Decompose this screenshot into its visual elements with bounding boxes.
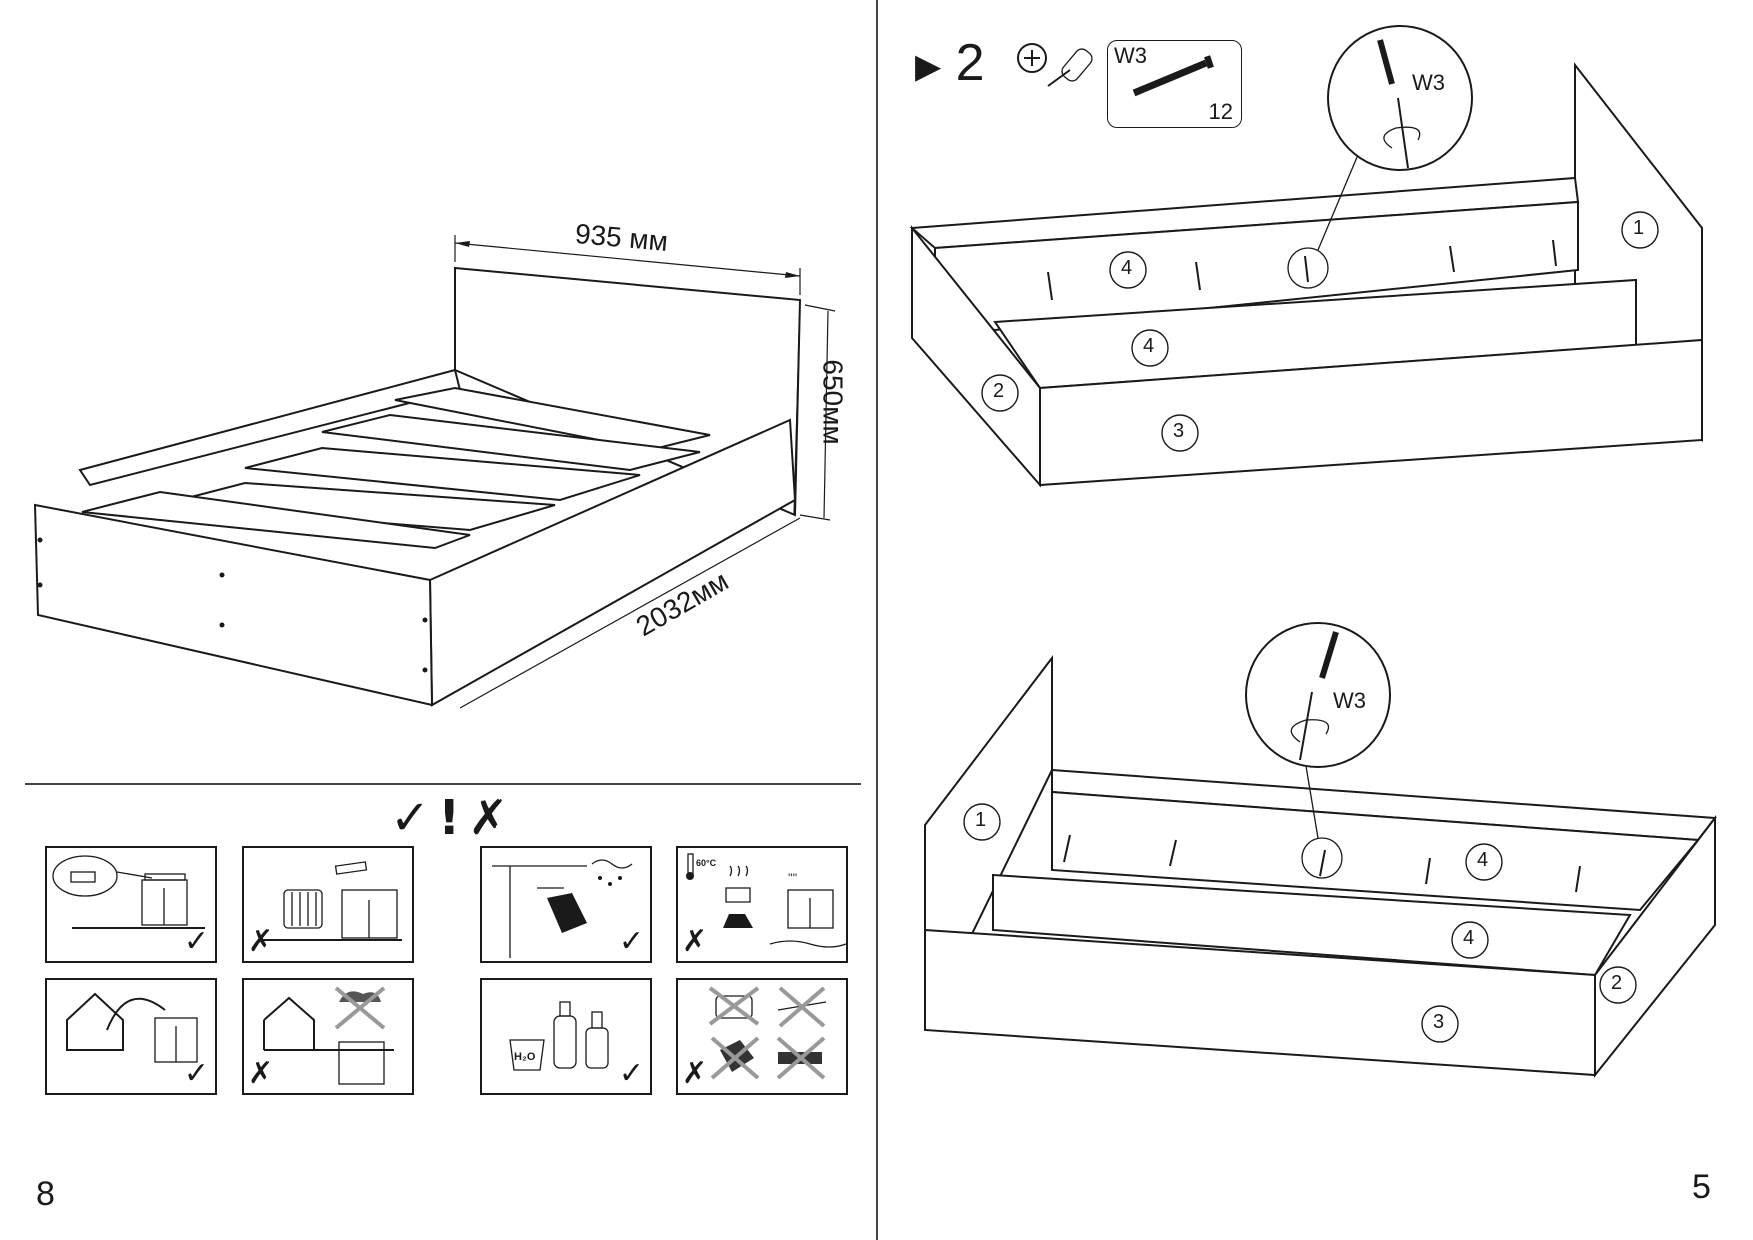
verdict-ok-icon: ✓ xyxy=(183,1056,209,1091)
left-page-number: 8 xyxy=(36,1175,55,1213)
care-no-mark: ✗ xyxy=(468,790,517,846)
verdict-no-icon: ✗ xyxy=(248,1056,274,1091)
step-number: 2 xyxy=(955,34,985,92)
part-label-side: 2 xyxy=(1611,972,1623,994)
slat xyxy=(321,413,701,472)
care-icon-dry-cloth-cleaning: ✓ xyxy=(480,846,652,963)
care-icon-no-heat-moisture: 60°C '''' ✗ xyxy=(676,846,848,963)
fastener-quantity: 12 xyxy=(1208,99,1233,124)
part-label-slat-rail: 4 xyxy=(1143,335,1155,357)
slat-rail-upper xyxy=(1051,790,1701,912)
care-icon-no-outdoor: ✗ xyxy=(242,978,414,1095)
slat xyxy=(81,490,471,550)
side-panel xyxy=(1594,815,1716,1078)
part-label-side: 2 xyxy=(993,380,1005,402)
bed-dimension-diagram xyxy=(33,235,836,709)
part-label-slat-rail: 4 xyxy=(1477,849,1489,871)
verdict-no-icon: ✗ xyxy=(682,1056,708,1091)
verdict-ok-icon: ✓ xyxy=(618,924,644,959)
verdict-ok-icon: ✓ xyxy=(183,924,209,959)
verdict-no-icon: ✗ xyxy=(248,924,274,959)
temperature-label: 60°C xyxy=(696,858,717,868)
slat xyxy=(394,386,711,452)
h2o-label: H₂O xyxy=(514,1051,536,1063)
svg-text:'''': '''' xyxy=(788,871,797,885)
part-label-slat-rail: 4 xyxy=(1121,257,1133,279)
detail-bubble-bottom xyxy=(1245,622,1391,768)
care-icon-indoor-use: ✓ xyxy=(45,978,217,1095)
fastener-code: W3 xyxy=(1114,43,1147,68)
section-divider xyxy=(25,783,861,785)
page-divider xyxy=(876,0,878,1240)
step-arrow-icon: ▶ xyxy=(915,47,942,86)
detail-label-top: W3 xyxy=(1412,70,1445,95)
foot-panel xyxy=(33,503,434,707)
care-header: ✓!✗ xyxy=(390,790,516,846)
part-label-slat-rail: 4 xyxy=(1463,927,1475,949)
screw-icon xyxy=(1132,55,1214,97)
slat xyxy=(244,446,641,502)
verdict-ok-icon: ✓ xyxy=(618,1056,644,1091)
detail-bubble-top xyxy=(1327,25,1473,171)
part-label-headboard: 1 xyxy=(1633,217,1645,239)
care-icon-level-floor: ✓ xyxy=(45,846,217,963)
care-warning-mark: ! xyxy=(438,790,469,846)
front-panel xyxy=(1039,338,1703,487)
care-icon-no-abrasive-tools: ✗ xyxy=(676,978,848,1095)
fastener-callout: W3 12 xyxy=(1107,40,1242,128)
detail-label-bottom: W3 xyxy=(1333,688,1366,713)
part-label-front: 3 xyxy=(1173,420,1185,442)
care-icon-no-heater: ✗ xyxy=(242,846,414,963)
step-indicator: ▶ 2 xyxy=(915,35,985,94)
right-page-number: 5 xyxy=(1692,1168,1711,1206)
part-label-headboard: 1 xyxy=(975,809,987,831)
care-ok-mark: ✓ xyxy=(390,790,439,846)
verdict-no-icon: ✗ xyxy=(682,924,708,959)
part-label-front: 3 xyxy=(1433,1011,1445,1033)
care-icon-water-mild-detergent: H₂O ✓ xyxy=(480,978,652,1095)
